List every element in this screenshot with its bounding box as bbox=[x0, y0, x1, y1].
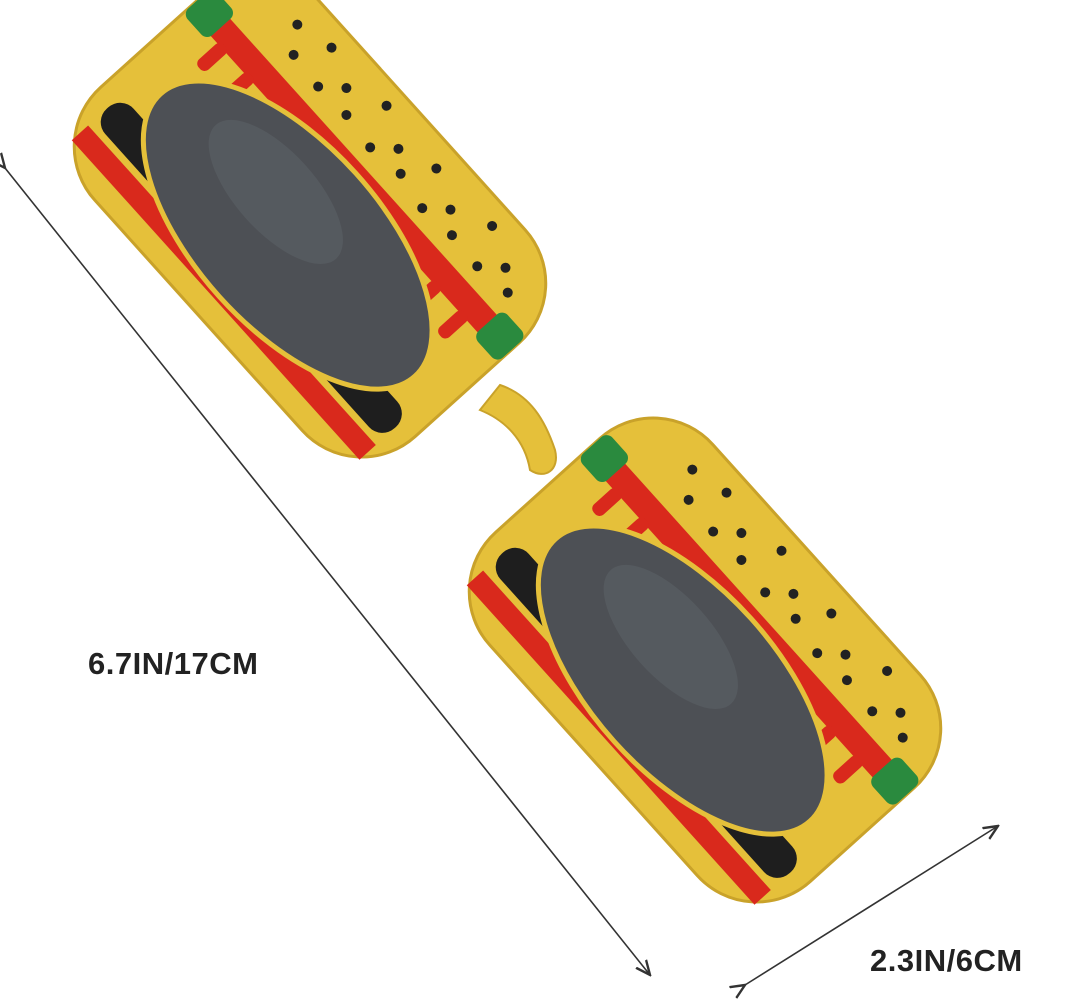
nose-bridge bbox=[478, 383, 557, 475]
length-arrow bbox=[5, 168, 650, 975]
width-arrow bbox=[745, 826, 998, 985]
width-label: 2.3IN/6CM bbox=[870, 943, 1023, 978]
right-lens bbox=[436, 385, 973, 935]
length-label: 6.7IN/17CM bbox=[88, 646, 259, 681]
